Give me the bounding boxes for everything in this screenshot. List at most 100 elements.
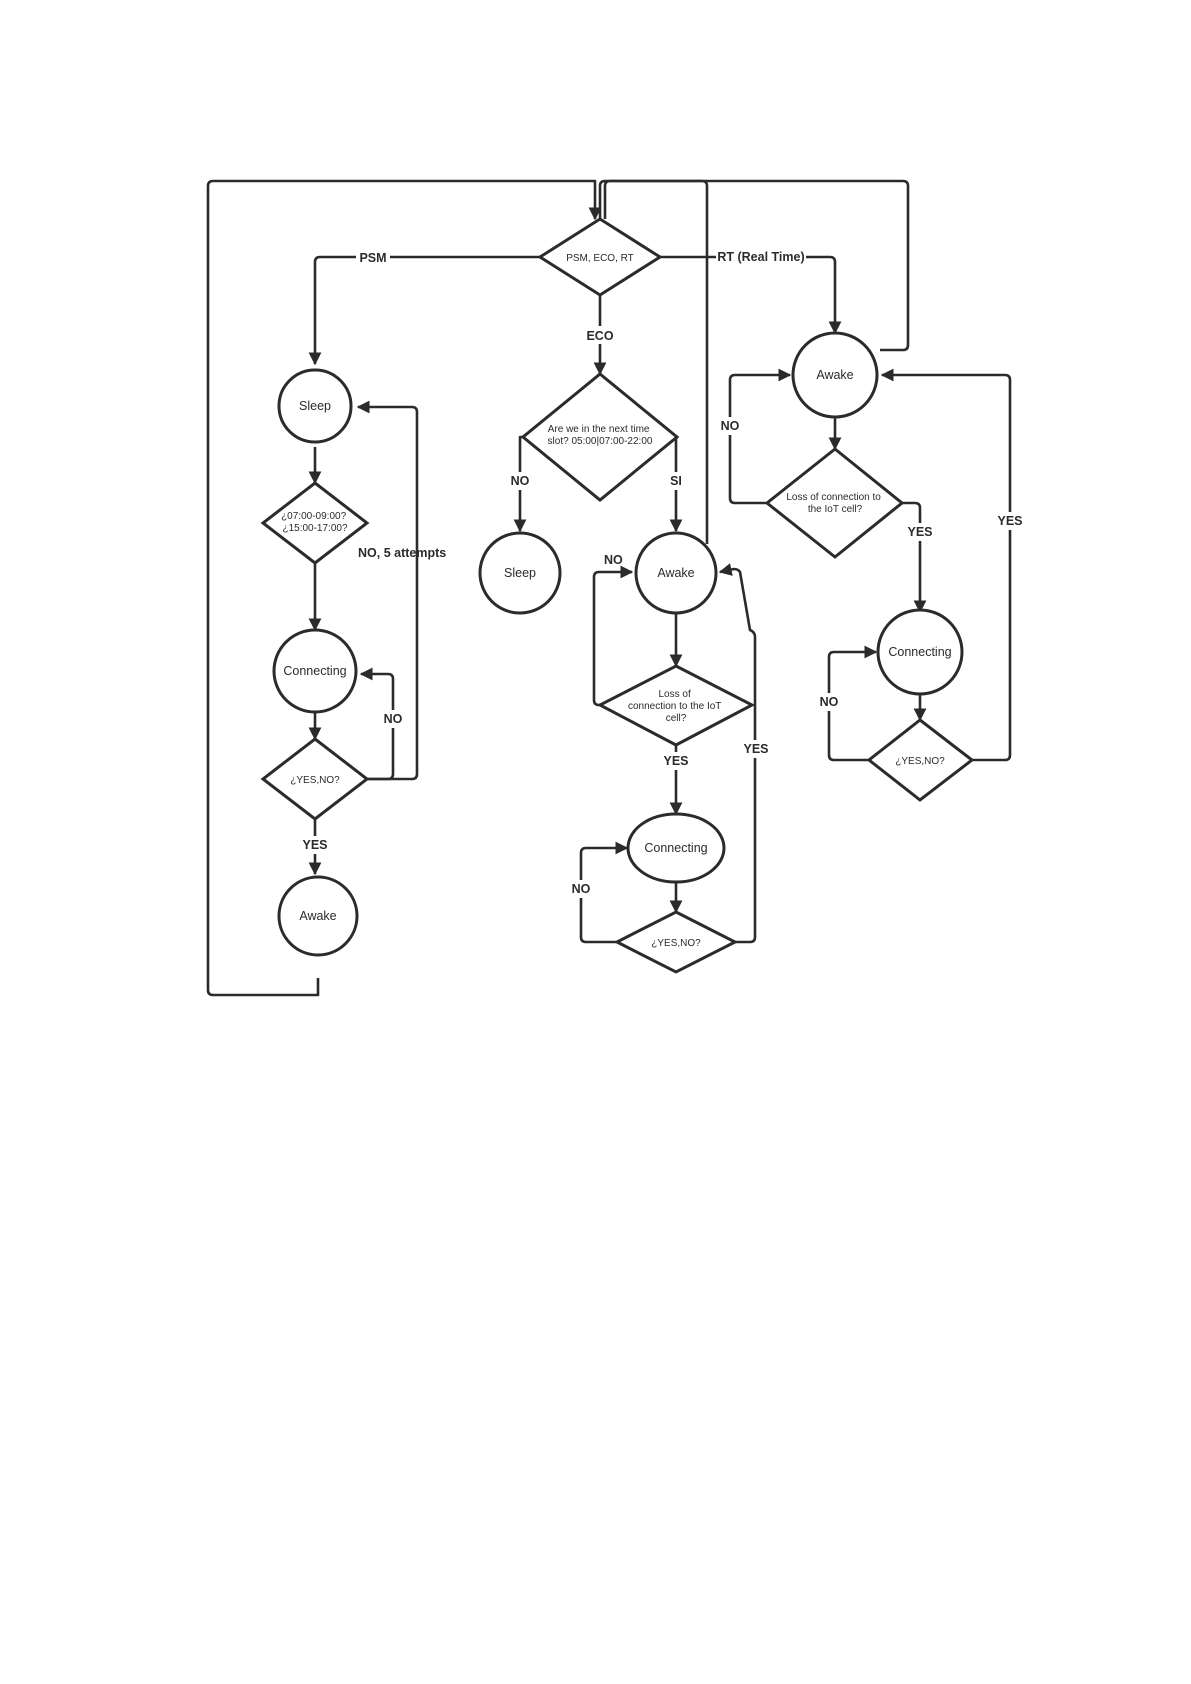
decision-label-line: Loss of connection to	[786, 492, 881, 503]
state-psm-connecting: Connecting	[272, 628, 358, 714]
label-bg	[583, 326, 617, 344]
edge-label-rt-conn-yes: YES	[997, 514, 1022, 528]
label-bg	[903, 523, 937, 541]
label-bg	[716, 248, 806, 266]
decision-eco-yes-no: ¿YES,NO?	[613, 910, 739, 974]
decision-psm-yes-no: ¿YES,NO?	[260, 737, 370, 821]
edges	[206, 179, 1012, 997]
edge-eco-loss-no-loop	[592, 565, 634, 707]
edge-psm-awake-return	[206, 179, 602, 997]
edge-label-eco-si: SI	[670, 474, 682, 488]
state-psm-awake: Awake	[277, 875, 359, 957]
edge-labels: PSM ECO RT (Real Time) NO, 5 attempts NO…	[298, 248, 1027, 898]
nodes: PSM, ECO, RT Sleep ¿07:00-09:00? ¿15:00-…	[260, 217, 975, 974]
label-bg	[740, 740, 772, 758]
state-label: Sleep	[504, 566, 536, 580]
decision-label-line: Are we in the next time	[548, 424, 650, 435]
diamond-shape	[260, 481, 370, 565]
label-bg	[356, 248, 390, 266]
decision-label: ¿07:00-09:00? ¿15:00-17:00?	[281, 511, 349, 534]
edge-psm-branch	[308, 255, 540, 366]
circle-shape	[634, 531, 718, 615]
circle-shape	[478, 531, 562, 615]
decision-mode: PSM, ECO, RT	[537, 217, 663, 297]
label-bg	[380, 710, 406, 728]
label-bg	[568, 880, 594, 898]
label-bg	[717, 417, 743, 435]
state-label: Awake	[816, 368, 853, 382]
edge-rt-branch	[660, 255, 842, 335]
decision-label-line: cell?	[666, 713, 687, 724]
diamond-shape	[866, 718, 975, 802]
decision-label-line: ¿15:00-17:00?	[282, 523, 347, 534]
edge-label-rt-conn-no: NO	[820, 695, 839, 709]
circle-shape	[876, 608, 964, 696]
state-label: Connecting	[283, 664, 346, 678]
decision-label: Loss of connection to the IoT cell?	[786, 492, 883, 515]
edge-label-eco-awake-no: NO	[604, 553, 623, 567]
decision-mode-label: PSM, ECO, RT	[566, 253, 634, 264]
decision-label-line: slot? 05:00|07:00-22:00	[548, 436, 653, 447]
edge-rt-loss-no-loop	[728, 368, 792, 505]
edge-rt-awake-return	[603, 179, 910, 352]
edge-eco-conn-yes-loop	[718, 563, 757, 944]
decision-eco-loss-check: Loss of connection to the IoT cell?	[596, 664, 756, 747]
label-bg	[816, 693, 842, 711]
label-bg	[659, 752, 693, 770]
label-bg	[666, 472, 686, 490]
edge-label-eco-conn-yes: YES	[743, 742, 768, 756]
label-bg	[993, 512, 1027, 530]
decision-rt-yes-no: ¿YES,NO?	[866, 718, 975, 802]
circle-shape	[272, 628, 358, 714]
decision-label: Loss of connection to the IoT cell?	[628, 689, 724, 724]
edge-rt-loss-yes	[902, 501, 927, 614]
diamond-shape	[613, 910, 739, 974]
edge-label-psm-conn-no: NO	[384, 712, 403, 726]
decision-psm-time-check: ¿07:00-09:00? ¿15:00-17:00?	[260, 481, 370, 565]
state-psm-sleep: Sleep	[277, 368, 353, 444]
state-label: Connecting	[644, 841, 707, 855]
circle-shape	[277, 368, 353, 444]
decision-label-line: the IoT cell?	[808, 504, 863, 515]
state-label: Awake	[657, 566, 694, 580]
diamond-shape	[764, 447, 905, 559]
state-eco-connecting: Connecting	[626, 812, 726, 884]
decision-label: ¿YES,NO?	[895, 756, 945, 767]
edge-label-psm-yes: YES	[302, 838, 327, 852]
decision-label-line: ¿07:00-09:00?	[281, 511, 346, 522]
circle-shape	[277, 875, 359, 957]
decision-label: ¿YES,NO?	[290, 775, 340, 786]
decision-label-line: Loss of	[658, 689, 690, 700]
edge-label-eco-no: NO	[511, 474, 530, 488]
label-bg	[507, 472, 533, 490]
state-eco-sleep: Sleep	[478, 531, 562, 615]
edge-psm-retry-loop	[356, 400, 419, 781]
label-bg	[298, 836, 332, 854]
edge-label-psm: PSM	[359, 251, 386, 265]
state-label: Connecting	[888, 645, 951, 659]
edge-label-eco: ECO	[586, 329, 613, 343]
state-rt-connecting: Connecting	[876, 608, 964, 696]
diamond-shape	[537, 217, 663, 297]
decision-eco-time-slot: Are we in the next time slot? 05:00|07:0…	[520, 372, 680, 502]
edge-label-eco-conn-no: NO	[572, 882, 591, 896]
edge-label-psm-retry: NO, 5 attempts	[358, 546, 446, 560]
diamond-shape	[520, 372, 680, 502]
edge-label-rt-loss-yes: YES	[907, 525, 932, 539]
decision-rt-loss-check: Loss of connection to the IoT cell?	[764, 447, 905, 559]
edge-rt-conn-yes-loop	[880, 368, 1012, 762]
edge-label-eco-loss-yes: YES	[663, 754, 688, 768]
state-label: Awake	[299, 909, 336, 923]
diamond-shape	[596, 664, 756, 747]
circle-shape	[791, 331, 879, 419]
ellipse-shape	[626, 812, 726, 884]
state-eco-awake: Awake	[634, 531, 718, 615]
state-rt-awake: Awake	[791, 331, 879, 419]
edge-label-rt-loss-no: NO	[721, 419, 740, 433]
diamond-shape	[260, 737, 370, 821]
decision-label: ¿YES,NO?	[651, 938, 701, 949]
decision-label-line: connection to the IoT	[628, 701, 721, 712]
edge-label-rt: RT (Real Time)	[717, 250, 804, 264]
decision-label: Are we in the next time slot? 05:00|07:0…	[548, 424, 653, 447]
